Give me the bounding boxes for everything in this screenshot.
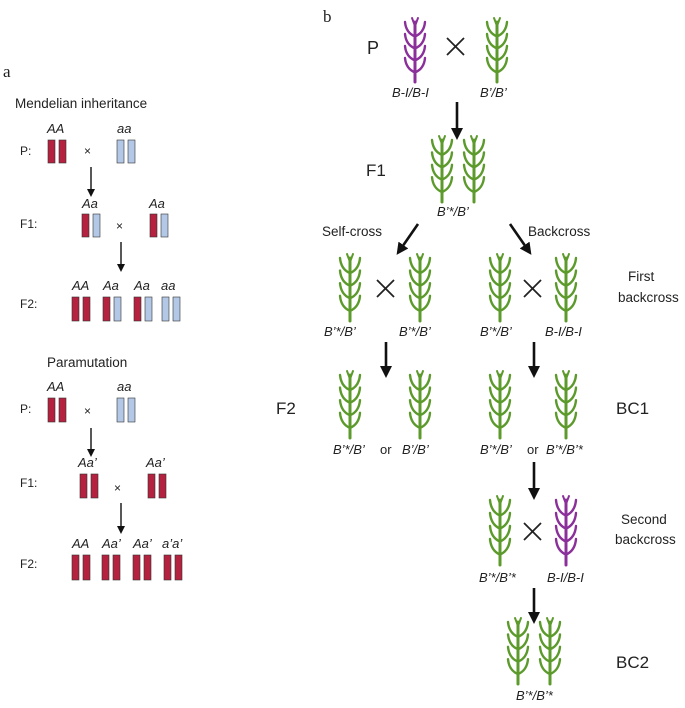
f2-right-genotype: B’/B’ bbox=[402, 442, 430, 457]
f1-genotype: B’*/B’ bbox=[437, 204, 470, 219]
bc1-left-genotype: B’*/B’ bbox=[480, 442, 513, 457]
plant-bc2-left-icon bbox=[506, 617, 530, 686]
mendelian-f2-genotype-4: aa bbox=[161, 278, 175, 293]
bc2-genotype: B’*/B’* bbox=[516, 688, 554, 703]
paramutation-f1-left-genotype: Aa’ bbox=[77, 455, 98, 470]
plant-p-right-icon bbox=[485, 17, 509, 84]
plant-self-right-icon bbox=[408, 253, 432, 323]
paramutation-f2-label: F2: bbox=[20, 557, 37, 571]
plant-back1-right-icon bbox=[554, 253, 578, 323]
f2-left-genotype: B’*/B’ bbox=[333, 442, 366, 457]
back1-right-genotype: B-I/B-I bbox=[545, 324, 582, 339]
mendelian-f2-genotype-2: Aa bbox=[102, 278, 119, 293]
bc1-generation-label: BC1 bbox=[616, 399, 649, 418]
mendelian-f1-right-genotype: Aa bbox=[148, 196, 165, 211]
f2-generation-label: F2 bbox=[276, 399, 296, 418]
paramutation-f2-genotype-1: AA bbox=[71, 536, 89, 551]
paramutation-f2-genotype-4: a’a’ bbox=[162, 536, 183, 551]
mendelian-p-cross: × bbox=[84, 144, 91, 158]
plant-bc1-left-icon bbox=[488, 370, 512, 440]
plant-back2-left-icon bbox=[488, 495, 512, 567]
second-backcross-label-line2: backcross bbox=[615, 532, 676, 547]
plant-back1-left-icon bbox=[488, 253, 512, 323]
paramutation-f1-left-chromosomes bbox=[79, 473, 99, 499]
mendelian-f1-label: F1: bbox=[20, 217, 37, 231]
mendelian-f1-right-chromosomes bbox=[149, 213, 169, 238]
p-left-genotype: B-I/B-I bbox=[392, 85, 429, 100]
paramutation-f1-right-chromosomes bbox=[147, 473, 167, 499]
mendelian-p-left-chromosomes bbox=[47, 139, 67, 164]
plant-back2-right-icon bbox=[554, 495, 578, 567]
self-right-genotype: B’*/B’ bbox=[399, 324, 432, 339]
bc1-right-genotype: B’*/B’* bbox=[546, 442, 584, 457]
plant-group bbox=[338, 17, 578, 686]
mendelian-f1-left-genotype: Aa bbox=[81, 196, 98, 211]
plant-f1-right-icon bbox=[462, 135, 486, 204]
mendelian-p-right-chromosomes bbox=[116, 139, 136, 164]
paramutation-f2-chromosomes bbox=[71, 554, 183, 581]
backcross-label: Backcross bbox=[528, 224, 591, 239]
f2-or-word: or bbox=[380, 442, 392, 457]
p-cross-icon bbox=[446, 37, 465, 56]
mendelian-f2-genotype-3: Aa bbox=[133, 278, 150, 293]
paramutation-f2-genotype-3: Aa’ bbox=[132, 536, 153, 551]
p-generation-label: P bbox=[367, 38, 379, 58]
p-right-genotype: B’/B’ bbox=[480, 85, 508, 100]
plant-f1-left-icon bbox=[430, 135, 454, 204]
mendelian-p-label: P: bbox=[20, 144, 31, 158]
mendelian-f2-genotype-1: AA bbox=[71, 278, 89, 293]
second-backcross-icon bbox=[523, 522, 542, 541]
back2-left-genotype: B’*/B’* bbox=[479, 570, 517, 585]
arrow-backcross bbox=[508, 223, 532, 255]
first-backcross-label-line1: First bbox=[628, 269, 654, 284]
mendelian-f2-chromosomes bbox=[71, 296, 181, 322]
paramutation-p-left-genotype: AA bbox=[46, 379, 64, 394]
paramutation-p-right-genotype: aa bbox=[117, 379, 131, 394]
plant-self-left-icon bbox=[338, 253, 362, 323]
mendelian-f1-cross: × bbox=[116, 219, 123, 233]
self-cross-icon bbox=[376, 279, 395, 298]
bc1-or-word: or bbox=[527, 442, 539, 457]
plant-bc2-right-icon bbox=[538, 617, 562, 686]
plant-f2-left-icon bbox=[338, 370, 362, 440]
paramutation-f1-label: F1: bbox=[20, 476, 37, 490]
plant-bc1-right-icon bbox=[554, 370, 578, 440]
first-backcross-icon bbox=[523, 279, 542, 298]
first-backcross-label-line2: backcross bbox=[618, 290, 679, 305]
panel-b-letter: b bbox=[323, 7, 332, 26]
mendelian-title: Mendelian inheritance bbox=[15, 96, 147, 111]
plant-p-left-icon bbox=[403, 17, 427, 84]
back1-left-genotype: B’*/B’ bbox=[480, 324, 513, 339]
paramutation-p-right-chromosomes bbox=[116, 397, 136, 423]
paramutation-p-left-chromosomes bbox=[47, 397, 67, 423]
paramutation-f1-cross: × bbox=[114, 481, 121, 495]
mendelian-f2-label: F2: bbox=[20, 297, 37, 311]
arrow-self-cross bbox=[396, 223, 420, 255]
self-left-genotype: B’*/B’ bbox=[324, 324, 357, 339]
self-cross-label: Self-cross bbox=[322, 224, 382, 239]
bc2-generation-label: BC2 bbox=[616, 653, 649, 672]
mendelian-f1-left-chromosomes bbox=[81, 213, 101, 238]
back2-right-genotype: B-I/B-I bbox=[547, 570, 584, 585]
paramutation-f2-genotype-2: Aa’ bbox=[101, 536, 122, 551]
paramutation-title: Paramutation bbox=[47, 355, 127, 370]
mendelian-p-left-genotype: AA bbox=[46, 121, 64, 136]
paramutation-f1-right-genotype: Aa’ bbox=[145, 455, 166, 470]
plant-f2-right-icon bbox=[408, 370, 432, 440]
second-backcross-label-line1: Second bbox=[621, 512, 667, 527]
f1-generation-label: F1 bbox=[366, 161, 386, 180]
panel-a-letter: a bbox=[3, 62, 11, 81]
paramutation-p-cross: × bbox=[84, 404, 91, 418]
mendelian-p-right-genotype: aa bbox=[117, 121, 131, 136]
paramutation-p-label: P: bbox=[20, 402, 31, 416]
